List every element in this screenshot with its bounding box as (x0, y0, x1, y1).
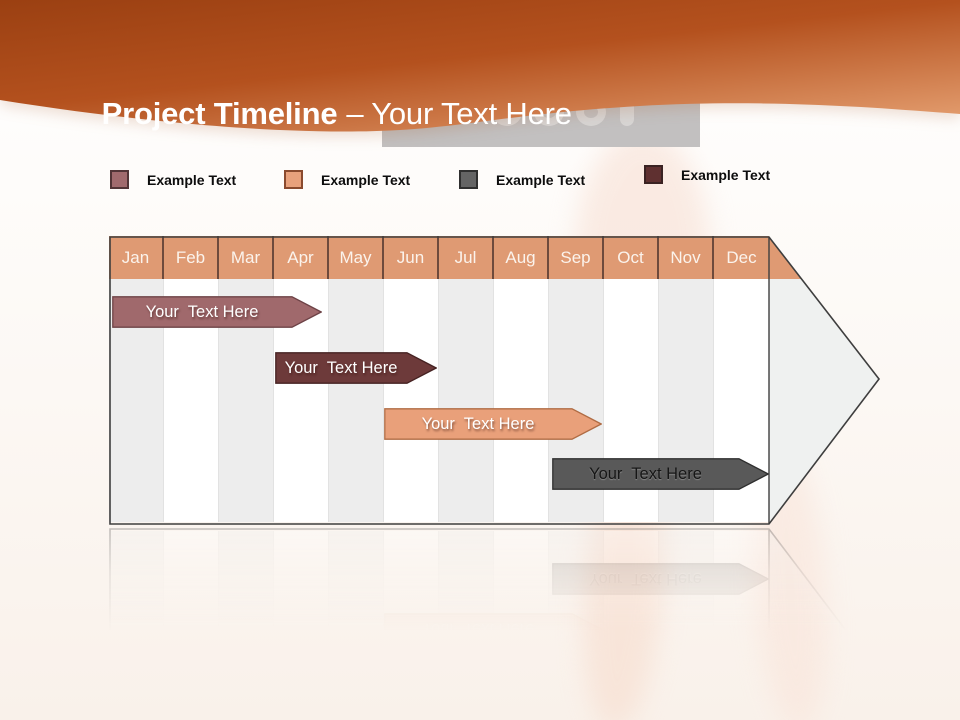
legend-swatch-icon (644, 165, 663, 184)
legend-swatch-icon (284, 170, 303, 189)
bar-label: Your Text Here (284, 359, 398, 377)
legend-label: Example Text (496, 171, 586, 188)
legend-swatch-icon (459, 170, 478, 189)
legend-item-2: Example Text (284, 170, 410, 189)
legend-item-3: Example Text (459, 170, 585, 189)
bar-label: Your Text Here (589, 465, 702, 483)
bar-label: Your Text Here (421, 415, 535, 433)
timeline-bar-3: Your Text Here (384, 408, 602, 440)
legend-label: Example Text (321, 171, 411, 188)
timeline-bar-1: Your Text Here (112, 296, 322, 328)
timeline-bar-4: Your Text Here (552, 458, 769, 490)
bar-label: Your Text Here (145, 303, 259, 321)
legend-item-1: Example Text (110, 170, 236, 189)
timeline-bar-2: Your Text Here (275, 352, 437, 384)
legend-label: Example Text (681, 166, 771, 183)
slide-title: Project Timeline– Your Text Here (68, 60, 572, 168)
legend-swatch-icon (110, 170, 129, 189)
header-banner (0, 0, 960, 132)
slide-title-bold: Project Timeline (101, 96, 338, 131)
slide-title-regular: – Your Text Here (346, 96, 572, 131)
legend-item-4: Example Text (644, 165, 770, 184)
legend-label: Example Text (147, 171, 237, 188)
